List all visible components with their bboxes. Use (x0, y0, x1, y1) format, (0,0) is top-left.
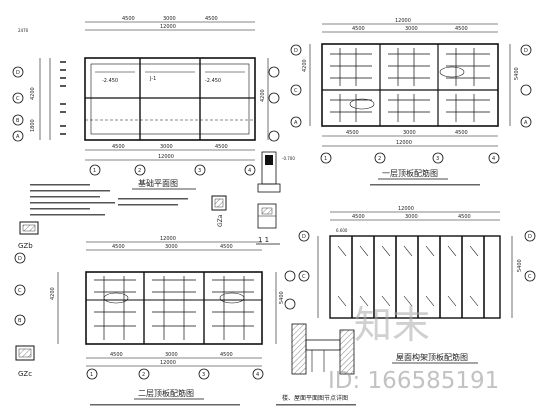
roof-axis-D-right: D (528, 234, 532, 240)
node-detail-panel: 楼、屋面平面图节点详图 (276, 323, 356, 406)
dim-bottom-2: 3000 (160, 144, 173, 150)
gz-b-label: GZb (18, 242, 33, 250)
elev-foundation-1: -2.450 (102, 78, 118, 84)
elev-foundation-2: -2.450 (205, 78, 221, 84)
f2-axis-C: C (18, 288, 22, 294)
dim-bottom-1: 4500 (112, 144, 125, 150)
floor2-slab-panel: 12000 4500 3000 4500 4500 3000 4500 1200… (14, 236, 296, 406)
dim-right-1: 4200 (260, 89, 266, 102)
roof-slab-title: 屋面构架顶板配筋图 (396, 352, 468, 362)
f1-axis-D-right: D (524, 48, 528, 54)
dim-bottom-3: 4500 (215, 144, 228, 150)
f1-axis-4: 4 (492, 156, 495, 162)
f2-axis-2: 2 (142, 372, 145, 378)
dim-top-1: 4500 (122, 16, 135, 22)
f1-axis-1: 1 (324, 156, 327, 162)
gz-a-label: GZa (217, 214, 224, 227)
f1-axis-A: A (294, 120, 298, 126)
section-1-1-label: 1 1 (258, 236, 269, 244)
f1-dim-3: 4500 (455, 26, 468, 32)
f1-dim-bottom-2: 3000 (403, 130, 416, 136)
roof-elev: 6.600 (336, 228, 348, 233)
f2-dim-2: 3000 (165, 244, 178, 250)
f2-dim-bottom-1: 4500 (110, 352, 123, 358)
dim-top-left: 2470 (18, 28, 29, 33)
roof-dim-right-1: 5400 (517, 259, 523, 272)
f2-axis-3: 3 (202, 372, 205, 378)
axis-1: 1 (93, 168, 96, 174)
roof-dim-2: 3000 (405, 214, 418, 220)
dim-top-total: 12000 (160, 24, 176, 30)
roof-dim-1: 4500 (352, 214, 365, 220)
dim-left-2: 1800 (30, 119, 36, 132)
f1-dim-left-1: 4200 (302, 59, 308, 72)
f2-dim-3: 4500 (220, 244, 233, 250)
axis-A: A (16, 134, 20, 140)
f2-dim-bottom-3: 4500 (220, 352, 233, 358)
roof-dim-3: 4500 (458, 214, 471, 220)
f1-dim-bottom-3: 4500 (455, 130, 468, 136)
axis-3: 3 (198, 168, 201, 174)
watermark-brand: 知末 (354, 303, 430, 347)
f1-dim-2: 3000 (405, 26, 418, 32)
roof-dim-total: 12000 (398, 206, 414, 212)
column-details: GZa GZb GZc -0.700 1 1 (15, 151, 295, 378)
floor1-slab-title: 一层顶板配筋图 (382, 168, 438, 178)
axis-D: D (16, 70, 20, 76)
dim-left-1: 4200 (30, 87, 36, 100)
f1-axis-A-right: A (524, 120, 528, 126)
f1-dim-bottom-total: 12000 (396, 140, 412, 146)
f2-dim-bottom-2: 3000 (165, 352, 178, 358)
floor2-slab-title: 二层顶板配筋图 (138, 388, 194, 398)
f1-dim-bottom-1: 4500 (346, 130, 359, 136)
axis-4: 4 (248, 168, 251, 174)
f1-dim-1: 4500 (352, 26, 365, 32)
gz-c-label: GZc (18, 370, 32, 378)
f1-axis-D: D (294, 48, 298, 54)
f2-dim-total: 12000 (160, 236, 176, 242)
roof-slab-panel: 12000 4500 3000 4500 6.600 5400 D C D C (298, 206, 536, 364)
foundation-tag: J-1 (149, 76, 156, 82)
axis-B: B (16, 118, 20, 124)
dim-top-3: 4500 (205, 16, 218, 22)
f2-axis-1: 1 (90, 372, 93, 378)
f1-axis-3: 3 (436, 156, 439, 162)
gz-elev: -0.700 (282, 156, 295, 161)
f2-axis-B: B (18, 318, 22, 324)
node-detail-title: 楼、屋面平面图节点详图 (282, 394, 348, 402)
axis-C: C (16, 96, 20, 102)
f2-axis-4: 4 (256, 372, 259, 378)
f2-axis-D: D (18, 256, 22, 262)
f1-dim-total: 12000 (395, 18, 411, 24)
f2-dim-bottom-total: 12000 (160, 360, 176, 366)
roof-axis-C-right: C (528, 274, 532, 280)
dim-bottom-total: 12000 (158, 154, 174, 160)
dim-top-2: 3000 (163, 16, 176, 22)
roof-axis-C: C (302, 274, 306, 280)
f1-dim-right-1: 5400 (514, 67, 520, 80)
roof-axis-D: D (302, 234, 306, 240)
foundation-plan-title: 基础平面图 (138, 178, 178, 188)
f2-dim-1: 4500 (112, 244, 125, 250)
watermark: 知末 ID: 166585191 (328, 303, 499, 394)
foundation-plan-panel: 4500 3000 4500 12000 2470 -2.450 -2.450 … (12, 16, 280, 216)
floor1-slab-panel: 12000 4500 3000 4500 4500 3000 4500 1200… (290, 18, 532, 186)
watermark-id: ID: 166585191 (328, 368, 499, 394)
f1-axis-C: C (294, 88, 298, 94)
axis-2: 2 (138, 168, 141, 174)
f2-dim-right-1: 5400 (279, 291, 285, 304)
f2-dim-left-1: 4200 (50, 287, 56, 300)
f1-axis-2: 2 (378, 156, 381, 162)
